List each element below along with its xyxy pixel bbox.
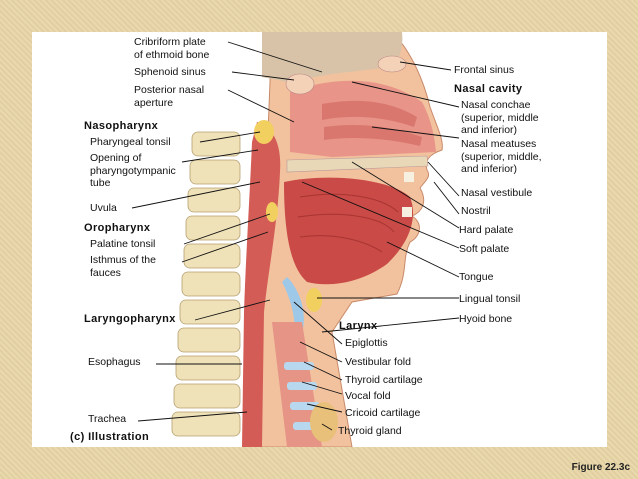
- label-larynx: Larynx: [339, 320, 378, 332]
- label-vestibular-fold: Vestibular fold: [345, 356, 411, 368]
- label-cricoid-cartilage: Cricoid cartilage: [345, 407, 421, 419]
- label-hyoid-bone: Hyoid bone: [459, 313, 513, 325]
- label-sphenoid-sinus: Sphenoid sinus: [134, 66, 206, 78]
- frontal-sinus-shape: [377, 55, 407, 73]
- label-epiglottis: Epiglottis: [345, 337, 388, 349]
- hard-palate: [286, 155, 429, 173]
- label-posterior-nasal-aperture: Posterior nasal aperture: [134, 84, 205, 109]
- lingual-tonsil-shape: [306, 288, 322, 312]
- label-nostril: Nostril: [461, 205, 491, 217]
- label-thyroid-cartilage: Thyroid cartilage: [345, 374, 423, 386]
- label-hard-palate: Hard palate: [459, 224, 514, 236]
- label-cribriform-plate: Cribriform plate of ethmoid bone: [134, 36, 210, 61]
- label-nasal-cavity: Nasal cavity: [454, 83, 523, 95]
- skull-bone: [262, 32, 403, 82]
- label-nasal-vestibule: Nasal vestibule: [461, 187, 533, 199]
- label-illustration: (c) Illustration: [70, 431, 150, 443]
- palatine-tonsil-shape: [266, 202, 278, 222]
- label-tongue: Tongue: [459, 271, 494, 283]
- label-palatine-tonsil: Palatine tonsil: [90, 238, 156, 250]
- label-pharyngeal-tonsil: Pharyngeal tonsil: [90, 136, 171, 148]
- label-oropharynx: Oropharynx: [84, 222, 151, 234]
- epiglottis-shape: [282, 277, 304, 332]
- label-opening-pharyngotympanic-tube: Opening of pharyngotympanic tube: [90, 152, 176, 189]
- leader-lines: [131, 41, 460, 431]
- label-lingual-tonsil: Lingual tonsil: [459, 293, 521, 305]
- label-trachea: Trachea: [88, 413, 127, 425]
- label-vocal-fold: Vocal fold: [345, 390, 391, 402]
- tongue: [284, 177, 414, 285]
- anatomy-illustration: [131, 32, 460, 447]
- label-nasal-conchae: Nasal conchae (superior, middle and infe…: [461, 99, 539, 136]
- label-nasal-meatuses: Nasal meatuses (superior, middle, and in…: [461, 138, 542, 175]
- label-laryngopharynx: Laryngopharynx: [84, 313, 176, 325]
- label-soft-palate: Soft palate: [459, 243, 510, 255]
- label-nasopharynx: Nasopharynx: [84, 120, 159, 132]
- sphenoid-sinus-shape: [285, 73, 315, 95]
- illustration-panel: Cribriform plate of ethmoid bone Sphenoi…: [32, 32, 607, 447]
- label-isthmus-of-fauces: Isthmus of the fauces: [90, 254, 156, 279]
- figure-number: Figure 22.3c: [571, 462, 630, 473]
- label-thyroid-gland: Thyroid gland: [338, 425, 402, 437]
- thyroid-gland-shape: [310, 402, 338, 442]
- pharyngeal-tonsil-shape: [254, 120, 274, 144]
- label-uvula: Uvula: [90, 202, 117, 214]
- conchae: [322, 100, 417, 127]
- label-frontal-sinus: Frontal sinus: [454, 64, 515, 76]
- label-esophagus: Esophagus: [88, 356, 141, 368]
- vertebral-column: [171, 131, 241, 437]
